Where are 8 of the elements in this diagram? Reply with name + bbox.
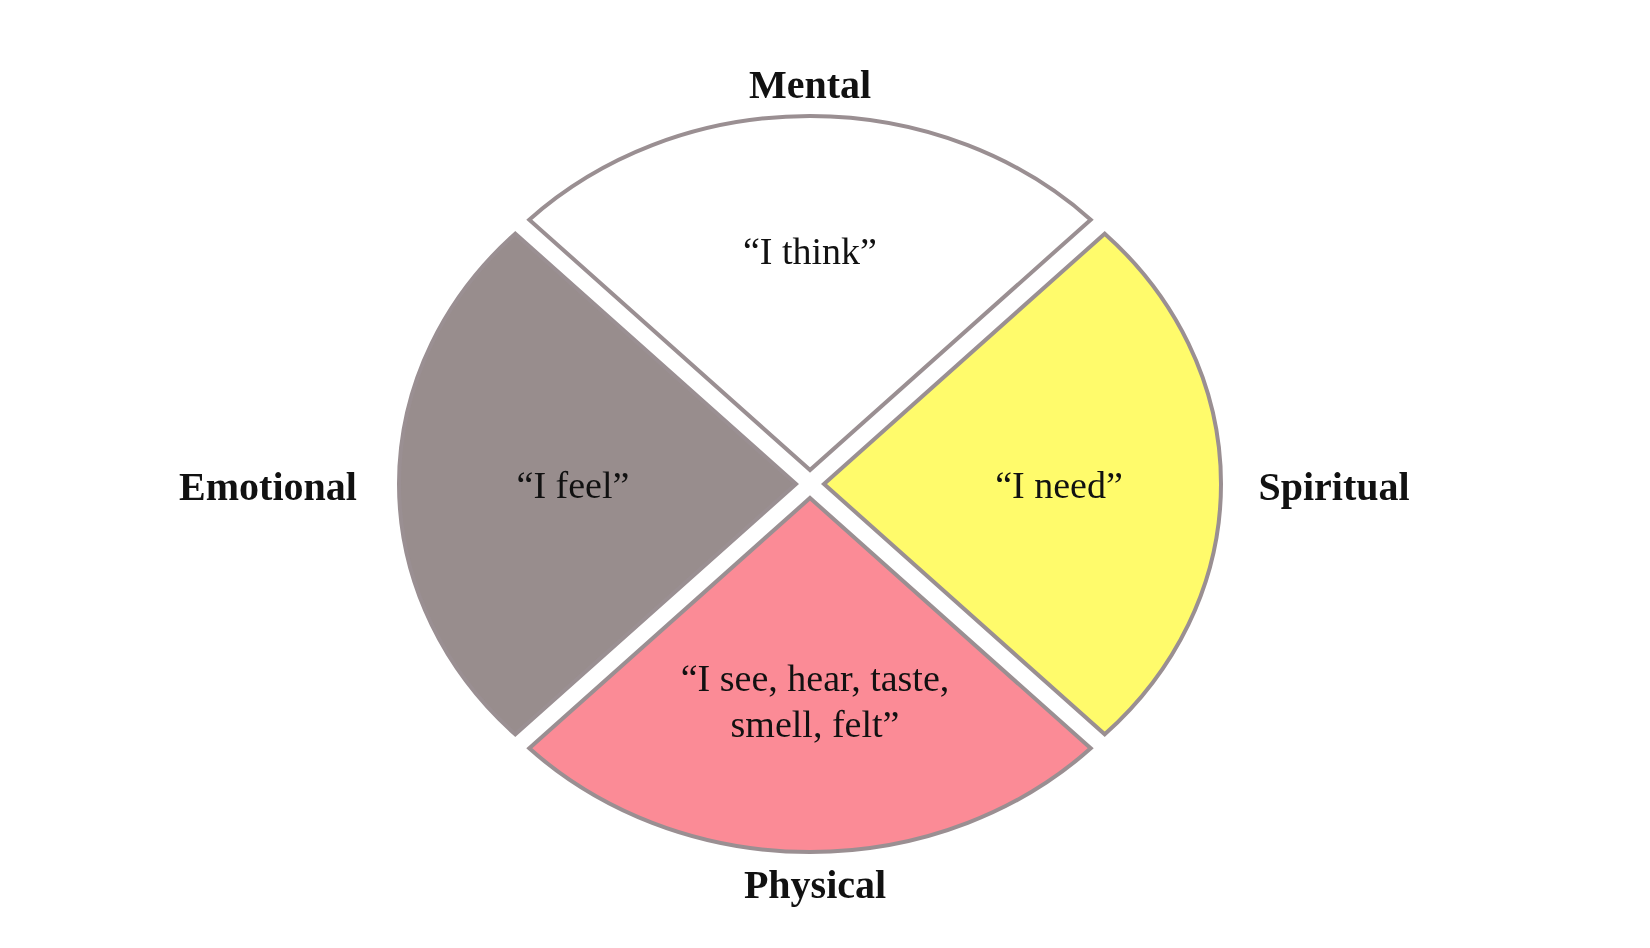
quadrant-text: “I see, hear, taste, smell, felt” <box>679 656 951 747</box>
quadrant-heading: Emotional <box>179 462 357 510</box>
quadrant-heading: Mental <box>748 60 872 108</box>
quadrant-text: “I feel” <box>515 463 631 509</box>
quadrant-text: “I need” <box>994 463 1124 509</box>
quadrant-text: “I think” <box>742 229 878 275</box>
quadrant-heading: Physical <box>743 860 887 908</box>
quadrant-heading: Spiritual <box>1258 462 1410 510</box>
